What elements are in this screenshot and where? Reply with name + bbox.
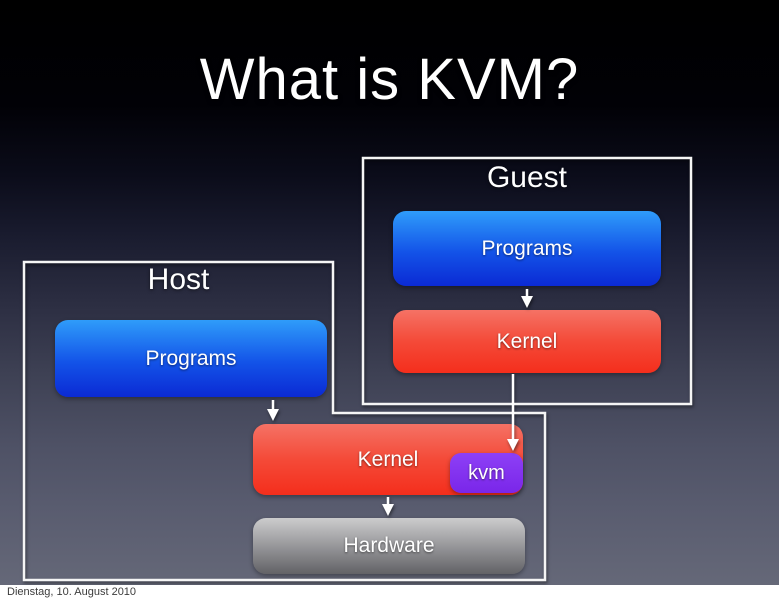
guest-container-label: Guest bbox=[486, 161, 568, 194]
host-programs-label: Programs bbox=[145, 346, 237, 370]
slide: What is KVM? Programs Kernel Programs Ke… bbox=[0, 0, 779, 585]
guest-programs-label: Programs bbox=[481, 236, 573, 260]
footer-date: Dienstag, 10. August 2010 bbox=[7, 586, 137, 598]
hardware-box: Hardware bbox=[253, 518, 525, 574]
kvm-label: kvm bbox=[468, 461, 505, 484]
hardware-label: Hardware bbox=[343, 534, 435, 557]
kvm-box: kvm bbox=[450, 453, 523, 493]
guest-programs-box: Programs bbox=[393, 211, 661, 286]
slide-title: What is KVM? bbox=[199, 47, 580, 112]
host-container-label: Host bbox=[147, 263, 210, 296]
footer-strip: Dienstag, 10. August 2010 bbox=[0, 585, 779, 600]
guest-kernel-box: Kernel bbox=[393, 310, 661, 373]
host-programs-box: Programs bbox=[55, 320, 327, 397]
shared-kernel-label: Kernel bbox=[357, 447, 419, 471]
guest-kernel-label: Kernel bbox=[496, 329, 558, 353]
